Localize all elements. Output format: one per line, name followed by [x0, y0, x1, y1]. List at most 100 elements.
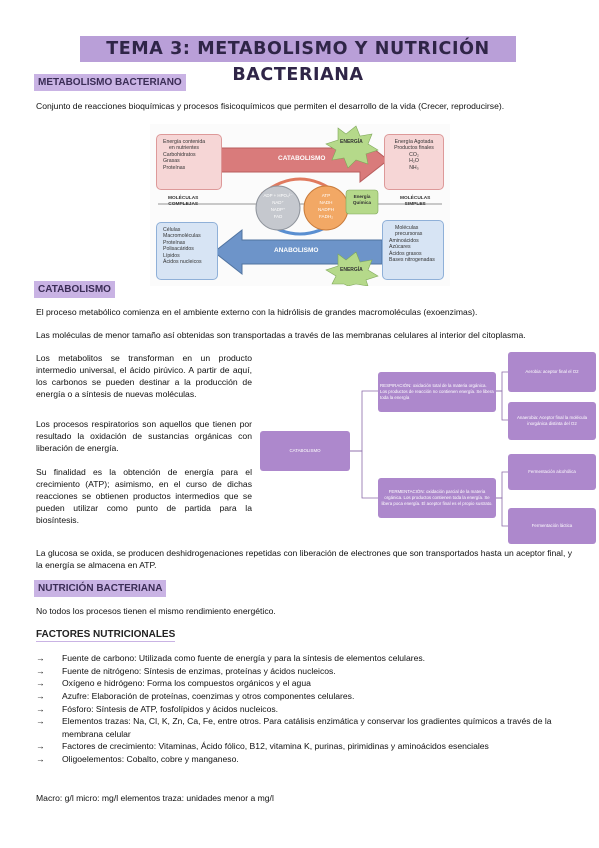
precursors-box: Moléculas precursoras Aminoácidos Azúcar…	[382, 220, 444, 280]
cells-line: Polisacáridos	[163, 246, 194, 253]
atp-circle-line: FADH₂	[318, 214, 334, 219]
list-item: → Oligoelementos: Cobalto, cobre y mangan…	[36, 753, 576, 765]
list-item-text: Oxígeno e hidrógeno: Forma los compuesto…	[62, 678, 311, 689]
catabolismo-p3: Los metabolitos se transforman en un pro…	[36, 353, 252, 399]
catabolismo-mindmap-lines	[348, 371, 508, 527]
energia-quimica-box	[345, 189, 379, 215]
nutrients-line: Energía contenida	[163, 139, 206, 145]
arrow-icon: →	[36, 653, 45, 663]
cells-line: Proteínas	[163, 239, 186, 246]
arrow-icon: →	[36, 703, 45, 714]
factores-list: → Fuente de carbono: Utilizada como fuent…	[36, 652, 576, 766]
cells-line: Ácidos nucleicos	[163, 259, 202, 266]
list-item-text: Oligoelementos: Cobalto, cobre y mangane…	[62, 754, 239, 765]
list-item-text: Fuente de carbono: Utilizada como fuente…	[62, 653, 426, 663]
adp-circle-text: ADP + HPO₄²⁻ NAD⁺ NADP⁺ FAD	[260, 192, 296, 220]
cells-line: Células	[163, 227, 181, 233]
nutrients-box: Energía contenida en nutrientes Carbohid…	[156, 134, 222, 190]
moleculas-simples-label: MOLÉCULAS SIMPLES	[400, 196, 430, 208]
factores-heading: FACTORES NUTRICIONALES	[36, 629, 176, 642]
energy-burst-top	[325, 125, 379, 169]
units-note: Macro: g/l micro: mg/l elementos traza: …	[36, 793, 274, 803]
metabolism-diagram-shapes	[158, 125, 442, 286]
moleculas-complejas-line: MOLÉCULAS	[168, 196, 199, 201]
mindmap-alcoholica: Fermentación alcohólica	[508, 454, 596, 490]
list-item-text: Azufre: Elaboración de proteínas, coenzi…	[62, 691, 355, 702]
precursors-line: Aminoácidos	[389, 237, 419, 244]
energy-burst-bottom	[325, 251, 379, 286]
energia-bottom-label: ENERGÍA	[340, 267, 363, 273]
energia-quimica-label: Energía Química	[348, 194, 376, 206]
arrow-icon: →	[36, 716, 45, 727]
catabolismo-p6: La glucosa se oxida, se producen deshidr…	[36, 548, 573, 570]
list-item: → Oxígeno e hidrógeno: Forma los compuest…	[36, 677, 576, 689]
energia-top-label: ENERGÍA	[340, 139, 363, 145]
catabolismo-p5: Su finalidad es la obtención de energía …	[36, 467, 252, 525]
anabolismo-label: ANABOLISMO	[274, 247, 319, 254]
list-item: → Azufre: Elaboración de proteínas, coenz…	[36, 690, 576, 702]
nutrients-line: en nutrientes	[169, 145, 199, 152]
section-heading-metabolismo: METABOLISMO BACTERIANO	[34, 74, 186, 91]
mindmap-lactica: Fermentación láctica	[508, 508, 596, 544]
arrow-icon: →	[36, 741, 45, 752]
list-item-text: Fuente de nitrógeno: Síntesis de enzimas…	[62, 665, 336, 676]
list-item: → Fósforo: Síntesis de ATP, fosfolípidos …	[36, 703, 576, 715]
metabolismo-intro: Conjunto de reacciones bioquímicas y pro…	[36, 101, 505, 111]
catabolismo-p1: El proceso metabólico comienza en el amb…	[36, 307, 478, 317]
precursors-line: Azúcares	[389, 244, 411, 251]
mindmap-root: CATABOLISMO	[260, 431, 350, 471]
list-item: → Elementos trazas: Na, Cl, K, Zn, Ca, Fe…	[36, 715, 576, 740]
arrow-icon: →	[36, 678, 45, 689]
list-item-text: Elementos trazas: Na, Cl, K, Zn, Ca, Fe,…	[62, 716, 552, 739]
adp-circle-line: FAD	[273, 214, 283, 219]
precursors-line: Bases nitrogenadas	[389, 257, 435, 264]
atp-circle-line: NADH	[319, 200, 333, 205]
list-item: → Fuente de carbono: Utilizada como fuent…	[36, 652, 576, 664]
final-products-line: Productos finales	[394, 145, 434, 152]
catabolismo-p4: Los procesos respiratorios son aquellos …	[36, 419, 252, 453]
section-heading-nutricion: NUTRICIÓN BACTERIANA	[34, 580, 167, 597]
cells-box: Células Macromoléculas Proteínas Polisac…	[156, 222, 218, 280]
section-heading-catabolismo: CATABOLISMO	[34, 281, 115, 298]
nutricion-intro: No todos los procesos tienen el mismo re…	[36, 606, 276, 616]
arrow-icon: →	[36, 691, 45, 702]
metabolism-diagram: Energía contenida en nutrientes Carbohid…	[150, 124, 450, 286]
cells-line: Macromoléculas	[163, 233, 201, 240]
moleculas-simples-line: MOLÉCULAS	[400, 196, 431, 201]
final-products-box: Energía Agotada Productos finales CO₂ H₂…	[384, 134, 444, 190]
energia-quimica-line: Química	[352, 200, 372, 205]
catabolismo-label: CATABOLISMO	[278, 155, 326, 162]
precursors-line: Ácidos grasos	[389, 250, 422, 257]
list-item-text: Fósforo: Síntesis de ATP, fosfolípidos y…	[62, 703, 279, 714]
atp-circle-line: NADPH	[317, 207, 335, 212]
adp-circle	[255, 185, 301, 231]
catabolismo-p2: Las moléculas de menor tamaño así obteni…	[36, 330, 526, 340]
arrow-icon: →	[36, 754, 45, 765]
cells-line: Lípidos	[163, 252, 180, 259]
nutrients-line: Proteínas	[163, 164, 186, 171]
precursors-line: Moléculas	[395, 225, 419, 231]
mindmap-fermentacion: FERMENTACIÓN: oxidación parcial de la ma…	[378, 478, 496, 518]
mindmap-aerobia: Aerobia: aceptor final el O2	[508, 352, 596, 392]
nutrients-line: Grasas	[163, 158, 180, 165]
mindmap-anaerobia: Anaerobia: Aceptor final la molécula ino…	[508, 402, 596, 440]
adp-circle-line: NADP⁺	[270, 207, 286, 212]
list-item: → Fuente de nitrógeno: Síntesis de enzima…	[36, 665, 576, 677]
moleculas-complejas-label: MOLÉCULAS COMPLEJAS	[168, 196, 198, 208]
list-item-text: Factores de crecimiento: Vitaminas, Ácid…	[62, 741, 489, 752]
nutrients-line: Carbohidratos	[163, 151, 196, 158]
adp-circle-line: ADP + HPO₄²⁻	[263, 193, 293, 198]
moleculas-complejas-line: COMPLEJAS	[168, 202, 199, 207]
precursors-line: precursoras	[395, 231, 423, 238]
final-products-line: NH₃	[409, 164, 419, 171]
mindmap-respiracion: RESPIRACIÓN: oxidación total de la mater…	[378, 372, 496, 412]
atp-circle-text: ATP NADH NADPH FADH₂	[308, 192, 344, 220]
adp-circle-line: NAD⁺	[272, 200, 284, 205]
moleculas-simples-line: SIMPLES	[404, 202, 426, 207]
final-products-line: CO₂	[409, 151, 419, 158]
arrow-icon: →	[36, 665, 45, 676]
page-title: TEMA 3: METABOLISMO Y NUTRICIÓN BACTERIA…	[80, 36, 516, 85]
final-products-line: H₂O	[409, 158, 419, 165]
energia-quimica-line: Energía	[353, 194, 371, 199]
atp-circle-line: ATP	[321, 193, 331, 198]
